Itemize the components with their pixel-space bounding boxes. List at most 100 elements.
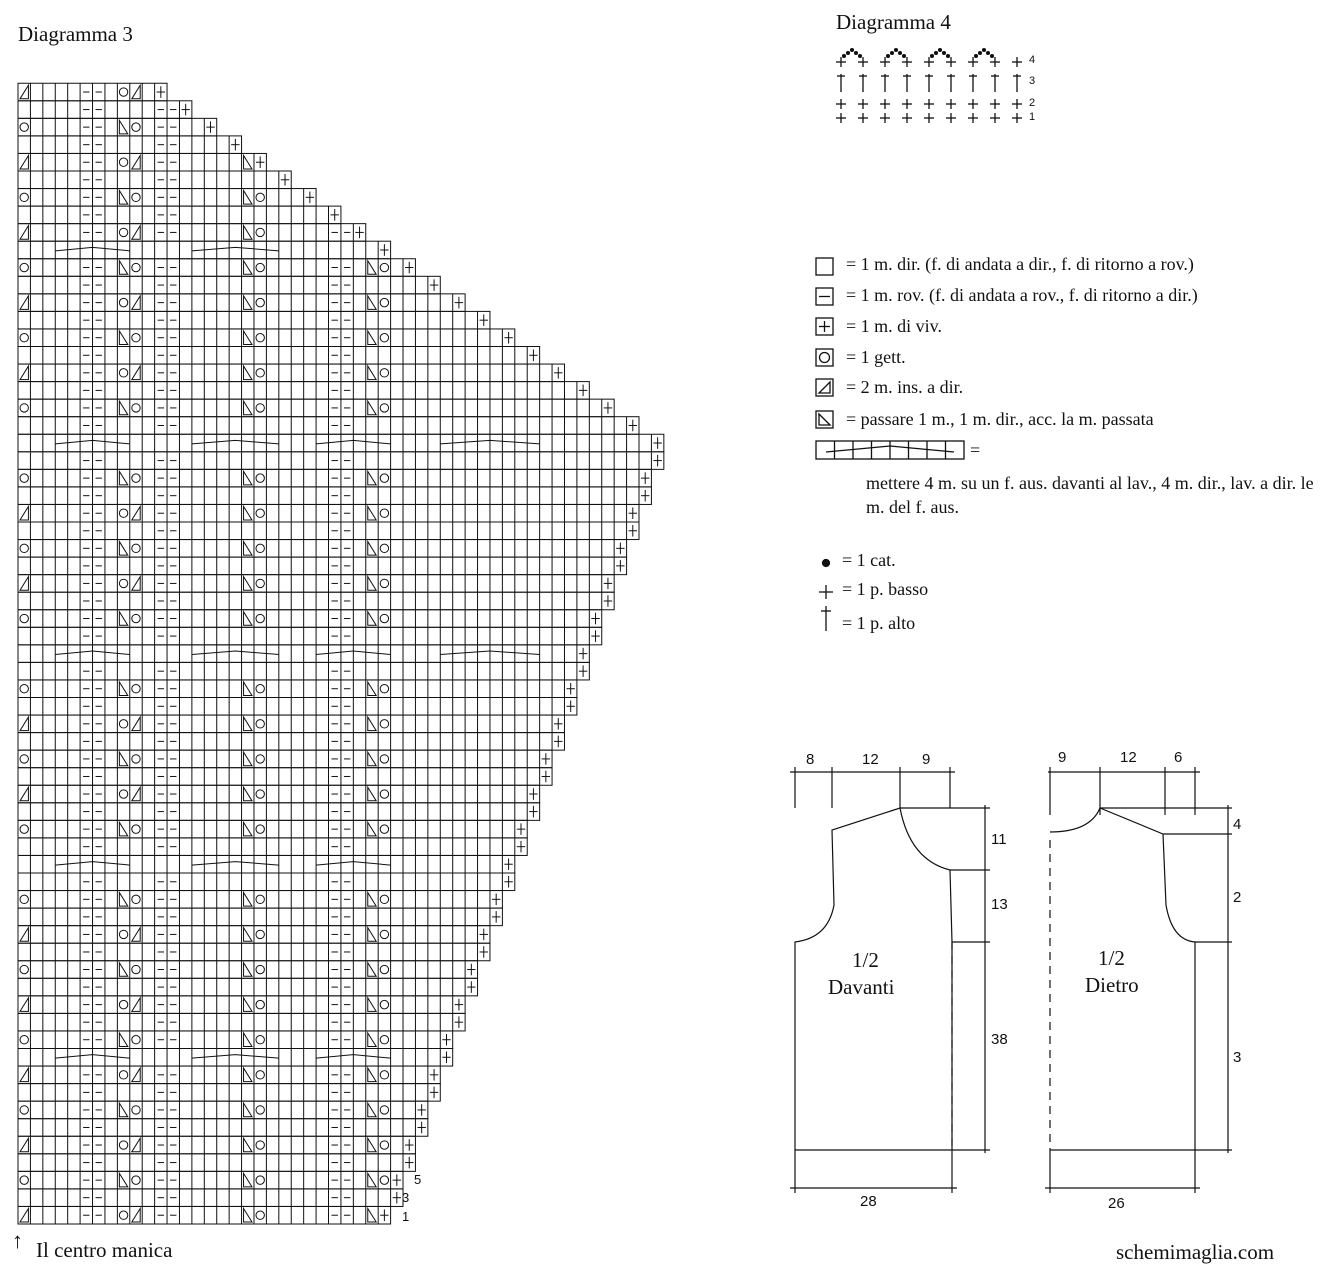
lace-symbol <box>118 157 129 167</box>
lace-symbol <box>379 754 390 764</box>
lace-symbol <box>367 574 378 591</box>
lace-symbol <box>118 999 129 1010</box>
lace-symbol <box>118 297 129 308</box>
edge-decrease-symbol <box>19 473 29 483</box>
edge-stitch-symbol <box>181 103 190 116</box>
chart-row <box>17 82 168 102</box>
edge-stitch-symbol <box>417 1104 426 1116</box>
legend-single-crochet-text: = 1 p. basso <box>842 579 929 599</box>
lace-symbol <box>255 1035 265 1045</box>
lace-symbol <box>243 715 253 732</box>
lace-symbol <box>367 469 378 486</box>
single-crochet-symbol <box>990 113 1000 123</box>
legend-symbol-knit-empty-square <box>815 257 834 276</box>
single-crochet-symbol <box>990 99 1000 109</box>
lace-symbol <box>367 680 378 696</box>
chart-row <box>17 714 565 734</box>
edge-stitch-symbol <box>529 349 538 362</box>
edge-stitch-symbol <box>603 595 613 607</box>
lace-symbol <box>243 1031 253 1047</box>
lace-symbol <box>379 684 390 694</box>
single-crochet-symbol <box>880 113 890 123</box>
diagram-3-title: Diagramma 3 <box>18 22 133 46</box>
edge-decrease-symbol <box>19 684 29 694</box>
lace-symbol <box>118 188 129 205</box>
lace-symbol <box>367 1066 378 1083</box>
front-right-dim-top: 11 <box>991 831 1007 848</box>
lace-symbol <box>379 543 390 554</box>
lace-symbol <box>379 473 390 483</box>
edge-stitch-symbol <box>479 314 488 326</box>
legend-symbol-ssk-triangle-square <box>815 410 834 429</box>
lace-symbol <box>131 122 141 132</box>
chart-row <box>17 1048 454 1067</box>
edge-stitch-symbol <box>591 630 600 642</box>
chart-row <box>17 1030 454 1049</box>
lace-symbol <box>118 118 129 135</box>
lace-symbol <box>243 1101 253 1118</box>
lace-symbol <box>118 750 129 767</box>
lace-symbol <box>243 294 253 310</box>
cable-cross-symbol <box>55 650 130 656</box>
diagram-3-row-number-5: 5 <box>414 1172 422 1187</box>
edge-decrease-symbol <box>19 122 29 132</box>
lace-symbol <box>255 999 265 1010</box>
chain-dot-symbol <box>885 53 891 59</box>
edge-stitch-symbol <box>566 682 575 695</box>
edge-stitch-symbol <box>380 1209 389 1221</box>
lace-symbol <box>255 192 265 203</box>
lace-symbol <box>130 1066 141 1083</box>
lace-symbol <box>118 1101 129 1118</box>
lace-symbol <box>243 188 253 205</box>
lace-symbol <box>131 473 141 483</box>
front-right-dim-bottom: 38 <box>991 1031 1008 1048</box>
lace-symbol <box>367 785 378 802</box>
edge-decrease-symbol <box>19 1136 29 1153</box>
lace-symbol <box>243 364 253 381</box>
legend-symbol-yarn-over-circle-square <box>815 348 834 367</box>
lace-symbol <box>118 329 129 345</box>
lace-symbol <box>130 925 141 942</box>
lace-symbol <box>255 227 265 238</box>
lace-symbol <box>379 613 390 624</box>
double-crochet-symbol <box>991 74 999 92</box>
lace-symbol <box>130 996 141 1012</box>
cable-cross-symbol <box>55 246 130 252</box>
edge-decrease-symbol <box>19 153 29 170</box>
edge-stitch-symbol <box>641 489 650 502</box>
edge-stitch-symbol <box>380 244 389 256</box>
lace-symbol <box>243 1206 253 1223</box>
lace-symbol <box>118 719 129 729</box>
lace-symbol <box>379 578 390 589</box>
lace-symbol <box>243 504 253 521</box>
lace-symbol <box>255 719 265 729</box>
edge-stitch-symbol <box>504 876 513 888</box>
chart-row <box>17 468 652 488</box>
single-crochet-symbol <box>836 99 846 109</box>
single-crochet-symbol <box>902 113 912 123</box>
legend-symbol-edge-plus-square <box>815 317 834 336</box>
legend-double-crochet-text: = 1 p. alto <box>842 613 916 633</box>
lace-symbol <box>255 543 265 554</box>
edge-stitch-symbol <box>454 296 464 309</box>
single-crochet-symbol <box>858 99 868 109</box>
diagram-4-row-number-2: 2 <box>1029 97 1036 109</box>
lace-symbol <box>367 820 378 837</box>
single-crochet-symbol <box>902 99 912 109</box>
edge-decrease-symbol <box>19 83 29 100</box>
single-crochet-symbol <box>836 113 846 123</box>
lace-symbol <box>379 929 390 940</box>
chain-dot-symbol <box>857 53 863 59</box>
single-crochet-symbol <box>924 113 934 123</box>
lace-symbol <box>118 539 129 556</box>
lace-symbol <box>379 403 390 413</box>
lace-symbol <box>243 890 253 907</box>
edge-decrease-symbol <box>19 894 29 905</box>
cable-cross-symbol <box>191 246 279 252</box>
chain-dot-symbol <box>849 47 855 53</box>
edge-decrease-symbol <box>19 785 29 802</box>
cable-cross-symbol <box>316 650 391 656</box>
single-crochet-symbol <box>880 57 890 67</box>
